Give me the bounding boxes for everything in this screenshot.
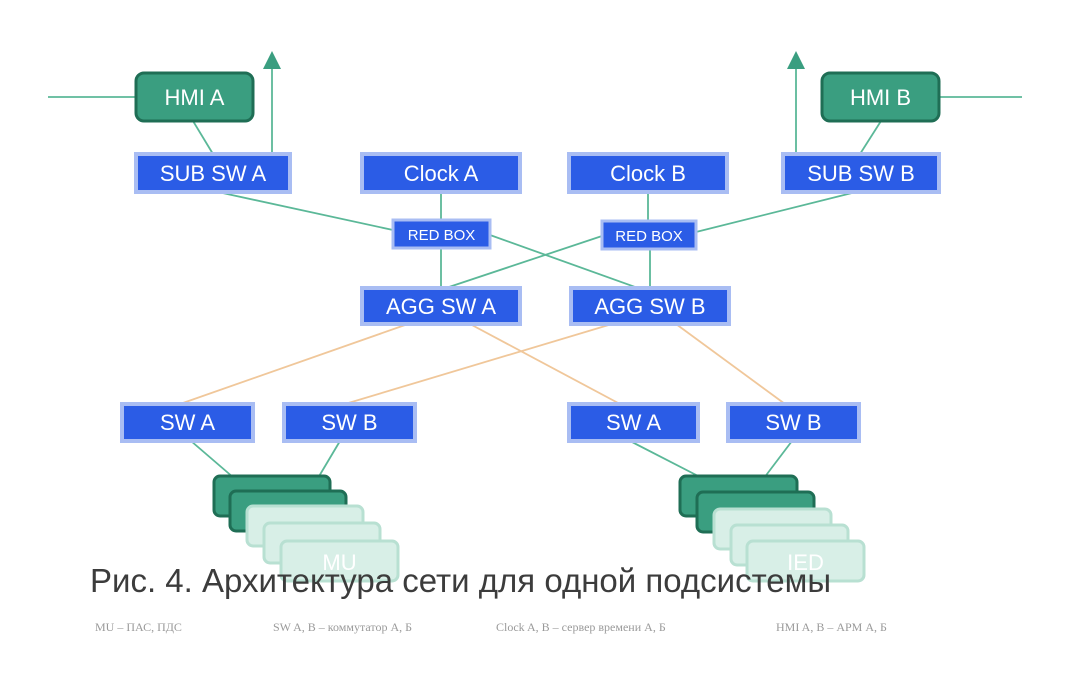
link-sub-sw-b-redbox-2 (695, 191, 857, 233)
sw-b-left: SW B (282, 402, 417, 443)
legend-item-clock: Clock A, B – сервер времени А, Б (496, 620, 666, 634)
link-sw-a-right-ied (629, 440, 703, 479)
agg-sw-b: AGG SW B (569, 286, 731, 326)
link-agg-sw-b-sw-b-left (344, 323, 613, 405)
red-box-1: RED BOX (391, 218, 492, 250)
mu-stack-label: MU (322, 550, 356, 575)
red-box-2: RED BOX (600, 219, 698, 251)
orange-links (179, 323, 786, 405)
link-sub-sw-a-redbox-1 (217, 191, 394, 231)
ied-device-stack: IED (678, 474, 866, 583)
clock-b-label: Clock B (610, 161, 686, 186)
mu-device-stack: MU (212, 474, 400, 583)
legend-item-sw: SW A, B – коммутатор А, Б (273, 620, 413, 634)
sw-b-right-label: SW B (765, 410, 821, 435)
clock-a-label: Clock A (404, 161, 479, 186)
link-agg-sw-a-sw-a-right (469, 323, 621, 405)
hmi-a: HMI A (134, 71, 255, 123)
link-sw-a-left-mu (190, 440, 235, 479)
ied-stack-label: IED (787, 550, 824, 575)
sw-b-right: SW B (726, 402, 861, 443)
link-sw-b-left-mu (317, 440, 341, 479)
agg-sw-a: AGG SW A (360, 286, 522, 326)
sw-a-left: SW A (120, 402, 255, 443)
sw-b-left-label: SW B (321, 410, 377, 435)
agg-sw-b-label: AGG SW B (594, 294, 705, 319)
hmi-a-label: HMI A (165, 85, 225, 110)
sw-a-right-label: SW A (606, 410, 661, 435)
hmi-b-label: HMI B (850, 85, 911, 110)
hmi-b: HMI B (820, 71, 941, 123)
link-redbox-2-agg-sw-a (445, 235, 603, 289)
sub-sw-b: SUB SW B (781, 152, 941, 194)
link-redbox-1-agg-sw-b (489, 234, 639, 289)
clock-a: Clock A (360, 152, 522, 194)
figure-caption: Рис. 4. Архитектура сети для одной подси… (90, 562, 832, 599)
legend-item-hmi: HMI A, B – АРМ А, Б (776, 620, 887, 634)
sub-sw-a: SUB SW A (134, 152, 292, 194)
red-box-1-label: RED BOX (408, 227, 476, 244)
sub-sw-a-label: SUB SW A (160, 161, 267, 186)
link-agg-sw-b-sw-b-right (675, 323, 786, 405)
red-box-2-label: RED BOX (615, 228, 683, 245)
green-links (48, 51, 1022, 479)
link-hmi-a-sub-sw-a (192, 120, 214, 155)
legend-item-mu: MU – ПАС, ПДС (95, 620, 182, 634)
sub-sw-b-label: SUB SW B (807, 161, 915, 186)
link-agg-sw-a-sw-a-left (179, 323, 409, 405)
sw-a-right: SW A (567, 402, 700, 443)
clock-b: Clock B (567, 152, 729, 194)
sw-a-left-label: SW A (160, 410, 215, 435)
link-hmi-b-sub-sw-b (859, 120, 882, 155)
link-sw-b-right-ied (763, 440, 793, 479)
agg-sw-a-label: AGG SW A (386, 294, 496, 319)
